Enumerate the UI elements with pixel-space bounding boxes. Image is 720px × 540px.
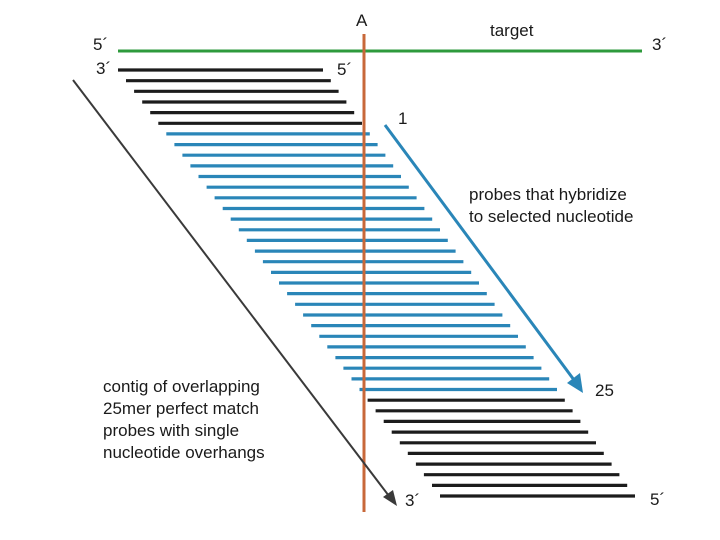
contig-caption-line3: probes with single [103, 421, 239, 440]
first-probe-5-prime-label: 5´ [337, 60, 352, 79]
contig-caption-line2: 25mer perfect match [103, 399, 259, 418]
contig-caption-line4: nucleotide overhangs [103, 443, 265, 462]
position-label-a: A [356, 11, 368, 30]
hybridize-caption-line2: to selected nucleotide [469, 207, 633, 226]
bottom-3-prime-label: 3´ [405, 491, 420, 510]
contig-caption-line1: contig of overlapping [103, 377, 260, 396]
probe-layer [118, 68, 635, 498]
target-label: target [490, 21, 534, 40]
target-3-prime-label: 3´ [652, 35, 667, 54]
target-5-prime-label: 5´ [93, 35, 108, 54]
first-probe-3-prime-label: 3´ [96, 59, 111, 78]
contig-arrowhead [383, 490, 397, 506]
probe-25-label: 25 [595, 381, 614, 400]
bottom-5-prime-label: 5´ [650, 490, 665, 509]
hybridize-arrowhead [567, 373, 583, 393]
hybridize-direction-arrow [383, 124, 579, 385]
contig-direction-arrow [72, 79, 393, 501]
probe-1-label: 1 [398, 109, 407, 128]
hybridize-caption-line1: probes that hybridize [469, 185, 627, 204]
